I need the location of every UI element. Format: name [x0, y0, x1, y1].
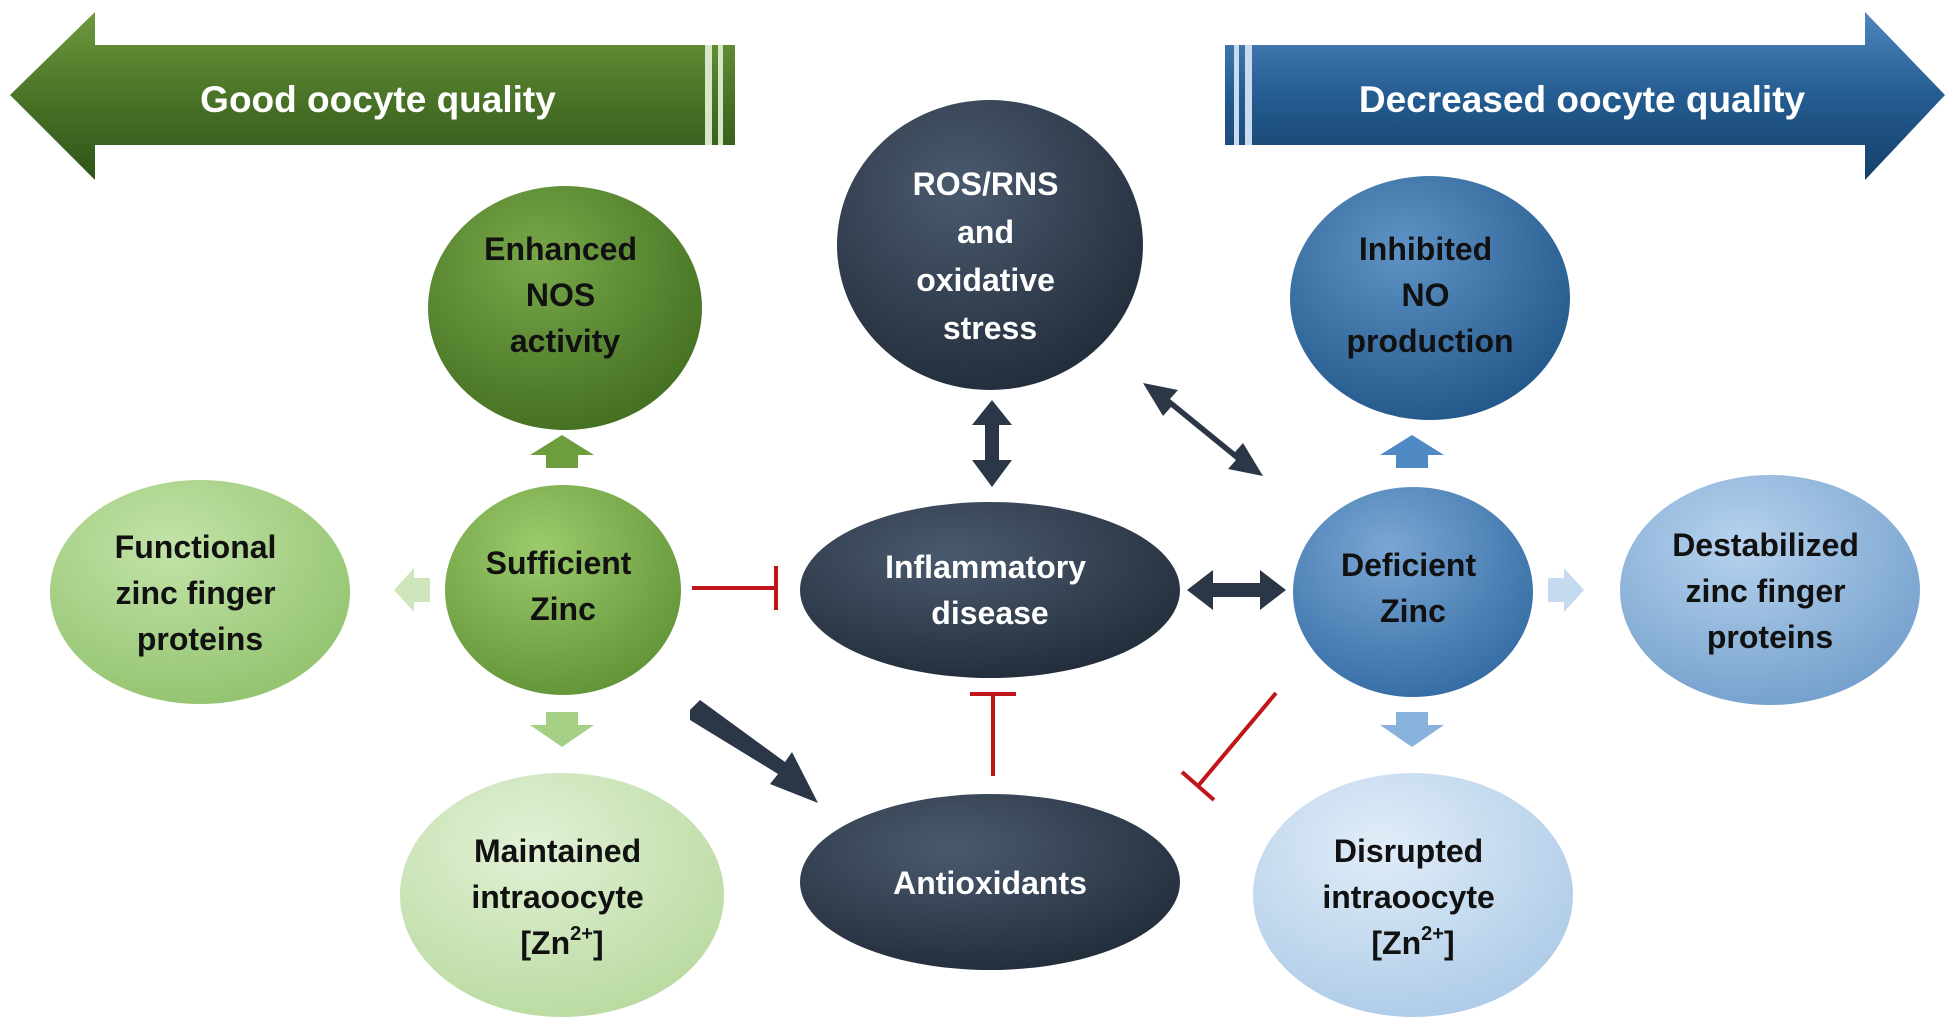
node-inflammatory-disease: Inflammatory disease [800, 502, 1180, 678]
arrow-inflammatory-deficient [1187, 570, 1286, 610]
svg-text:Functional zinc finger: Functional zinc finger proteins [115, 529, 286, 657]
arrow-ros-deficient [1143, 383, 1263, 476]
arrow-deficient-to-zfp [1548, 568, 1584, 612]
node-enhanced-nos: Enhanced NOS activity [428, 186, 702, 430]
arrow-deficient-to-no [1380, 435, 1444, 468]
svg-text:Antioxidants: Antioxidants [893, 865, 1087, 901]
svg-text:Inhibited NO produ: Inhibited NO production [1346, 231, 1513, 359]
arrow-sufficient-antioxidants [690, 700, 818, 803]
node-functional-zinc-finger: Functional zinc finger proteins [50, 480, 350, 704]
banner-good-quality-label: Good oocyte quality [200, 79, 556, 120]
node-disrupted-intraoocyte-zn: Disrupted intraoocyte [Zn2+] [1253, 773, 1573, 1017]
node-deficient-zinc: Deficient Zinc [1293, 487, 1533, 697]
inhibit-antioxidants-inflammatory [970, 692, 1016, 776]
node-inhibited-no-production: Inhibited NO production [1290, 176, 1570, 420]
arrow-sufficient-to-nos [530, 435, 594, 468]
arrow-sufficient-to-zfp [394, 568, 430, 612]
inhibit-deficient-antioxidants [1180, 691, 1278, 802]
node-maintained-intraoocyte-zn: Maintained intraoocyte [Zn2+] [400, 773, 724, 1017]
svg-text:Disrupted intraoocyte: Disrupted intraoocyte [Zn2+] [1322, 833, 1503, 961]
arrow-deficient-to-zn [1380, 712, 1444, 747]
banner-decreased-quality-label: Decreased oocyte quality [1359, 79, 1806, 120]
arrow-sufficient-to-zn [530, 712, 594, 747]
node-destabilized-zinc-finger: Destabilized zinc finger proteins [1620, 475, 1920, 705]
svg-text:Enhanced NOS activ: Enhanced NOS activity [484, 231, 646, 359]
banner-good-quality: Good oocyte quality [10, 12, 735, 180]
svg-text:Maintained intraoocyte: Maintained intraoocyte [Zn2+] [471, 833, 652, 961]
node-antioxidants: Antioxidants [800, 794, 1180, 970]
node-ros-rns-oxidative-stress: ROS/RNS and oxidative stress [837, 100, 1143, 390]
svg-text:Inflammatory disease: Inflammatory disease [885, 549, 1095, 631]
arrow-ros-inflammatory [972, 400, 1012, 487]
node-sufficient-zinc: Sufficient Zinc [445, 485, 681, 695]
svg-text:ROS/RNS and oxidat: ROS/RNS and oxidative stress [913, 166, 1068, 346]
svg-text:Destabilized zinc finger: Destabilized zinc finger proteins [1672, 527, 1868, 655]
inhibit-sufficient-inflammatory [692, 566, 778, 610]
svg-text:Sufficient Zinc: Sufficient Zinc [486, 545, 641, 627]
banner-decreased-quality: Decreased oocyte quality [1225, 12, 1945, 180]
svg-text:Deficient Zinc: Deficient Zinc [1341, 547, 1485, 629]
